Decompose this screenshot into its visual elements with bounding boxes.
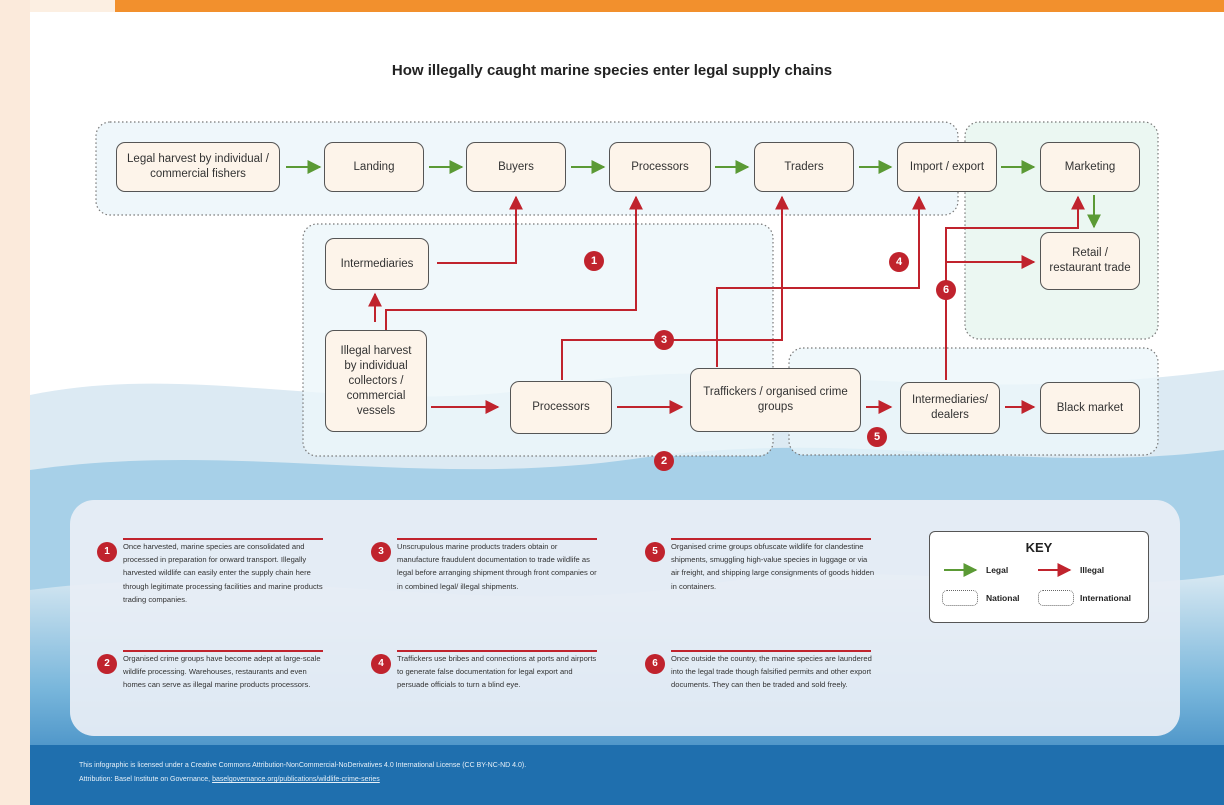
legend-national-swatch bbox=[942, 590, 978, 606]
arrow-traffickers-import bbox=[716, 195, 926, 367]
note-number: 5 bbox=[645, 542, 665, 562]
note-text: Traffickers use bribes and connections a… bbox=[397, 654, 597, 690]
arrow-dealers-marketing bbox=[945, 195, 1085, 380]
step-badge-4: 4 bbox=[889, 252, 909, 272]
node-import-export: Import / export bbox=[897, 142, 997, 192]
note-rule bbox=[123, 650, 323, 652]
note-number: 4 bbox=[371, 654, 391, 674]
legend-national-label: National bbox=[986, 593, 1020, 603]
note-text: Unscrupulous marine products traders obt… bbox=[397, 542, 597, 591]
attribution-link[interactable]: baselgovernance.org/publications/wildlif… bbox=[212, 776, 380, 783]
note-rule bbox=[123, 538, 323, 540]
note-rule bbox=[397, 538, 597, 540]
note-rule bbox=[671, 538, 871, 540]
license-text: This infographic is licensed under a Cre… bbox=[79, 762, 527, 769]
note-text: Organised crime groups obfuscate wildlif… bbox=[671, 542, 875, 591]
note-number: 3 bbox=[371, 542, 391, 562]
node-retail: Retail / restaurant trade bbox=[1040, 232, 1140, 290]
accent-bar bbox=[115, 0, 1224, 12]
step-badge-2: 2 bbox=[654, 451, 674, 471]
node-processors-legal: Processors bbox=[609, 142, 711, 192]
node-marketing: Marketing bbox=[1040, 142, 1140, 192]
node-landing: Landing bbox=[324, 142, 424, 192]
note-number: 6 bbox=[645, 654, 665, 674]
sea-floor bbox=[30, 745, 1224, 805]
note-3: 3 Unscrupulous marine products traders o… bbox=[371, 538, 601, 630]
note-text: Once harvested, marine species are conso… bbox=[123, 542, 323, 604]
note-1: 1 Once harvested, marine species are con… bbox=[97, 538, 327, 630]
node-traders: Traders bbox=[754, 142, 854, 192]
node-legal-harvest: Legal harvest by individual / commercial… bbox=[116, 142, 280, 192]
legend-arrows bbox=[944, 563, 1072, 577]
note-text: Organised crime groups have become adept… bbox=[123, 654, 321, 690]
node-black-market: Black market bbox=[1040, 382, 1140, 434]
arrow-illegal-processors bbox=[385, 195, 643, 332]
note-number: 1 bbox=[97, 542, 117, 562]
legend-key: KEY Legal Illegal National International bbox=[929, 531, 1149, 623]
page-title: How illegally caught marine species ente… bbox=[391, 62, 833, 79]
step-badge-1: 1 bbox=[584, 251, 604, 271]
arrow-intermediaries-buyers bbox=[437, 195, 523, 264]
node-illegal-harvest: Illegal harvest by individual collectors… bbox=[325, 330, 427, 432]
legend-legal-label: Legal bbox=[986, 565, 1009, 575]
node-processors-illegal: Processors bbox=[510, 381, 612, 434]
step-badge-5: 5 bbox=[867, 427, 887, 447]
attribution-line: Attribution: Basel Institute on Governan… bbox=[79, 776, 380, 783]
page-margin bbox=[0, 0, 30, 805]
note-number: 2 bbox=[97, 654, 117, 674]
note-rule bbox=[671, 650, 871, 652]
legend-international-label: International bbox=[1080, 593, 1132, 603]
note-6: 6 Once outside the country, the marine s… bbox=[645, 650, 875, 722]
note-5: 5 Organised crime groups obfuscate wildl… bbox=[645, 538, 875, 630]
legend-international-swatch bbox=[1038, 590, 1074, 606]
node-buyers: Buyers bbox=[466, 142, 566, 192]
note-text: Once outside the country, the marine spe… bbox=[671, 654, 872, 690]
attribution-text: Attribution: Basel Institute on Governan… bbox=[79, 776, 213, 783]
step-badge-6: 6 bbox=[936, 280, 956, 300]
note-2: 2 Organised crime groups have become ade… bbox=[97, 650, 327, 722]
node-intermediaries-dealers: Intermediaries/ dealers bbox=[900, 382, 1000, 434]
note-rule bbox=[397, 650, 597, 652]
step-badge-3: 3 bbox=[654, 330, 674, 350]
note-4: 4 Traffickers use bribes and connections… bbox=[371, 650, 601, 722]
node-traffickers: Traffickers / organised crime groups bbox=[690, 368, 861, 432]
legend-illegal-label: Illegal bbox=[1080, 565, 1105, 575]
node-intermediaries: Intermediaries bbox=[325, 238, 429, 290]
legend-title: KEY bbox=[1025, 540, 1053, 555]
